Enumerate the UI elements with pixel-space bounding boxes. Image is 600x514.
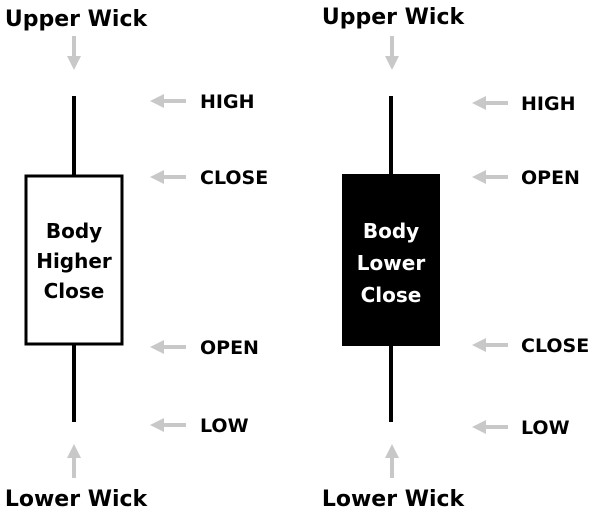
- bearish-candle-group: Upper Wick Body Lower Close HIGH OPEN CL…: [322, 5, 589, 512]
- bearish-open-label: OPEN: [521, 167, 580, 189]
- bearish-open-arrow: [472, 170, 508, 184]
- bearish-upper-wick-label: Upper Wick: [322, 5, 466, 30]
- bullish-high-label: HIGH: [200, 91, 254, 113]
- bullish-low-arrow: [150, 418, 186, 432]
- bullish-body: [24, 174, 124, 346]
- bearish-body-line-1: Body: [363, 219, 419, 243]
- bullish-lower-wick-arrow: [67, 444, 81, 478]
- bearish-high-label: HIGH: [521, 93, 575, 115]
- bullish-high-arrow: [150, 94, 186, 108]
- bearish-close-arrow: [472, 338, 508, 352]
- bearish-lower-wick-label: Lower Wick: [322, 487, 466, 512]
- bullish-body-line-2: Higher: [36, 249, 112, 273]
- bullish-upper-wick-arrow: [67, 36, 81, 70]
- bullish-open-arrow: [150, 340, 186, 354]
- bullish-lower-wick-label: Lower Wick: [5, 487, 149, 512]
- bearish-body-line-3: Close: [361, 283, 422, 307]
- bearish-body: [342, 174, 440, 346]
- bearish-low-arrow: [472, 420, 508, 434]
- bullish-upper-wick-label: Upper Wick: [5, 7, 149, 32]
- bullish-close-label: CLOSE: [200, 167, 268, 189]
- bearish-upper-wick-arrow: [385, 36, 399, 70]
- bullish-body-line-3: Close: [44, 279, 105, 303]
- bearish-low-label: LOW: [521, 417, 570, 439]
- bearish-lower-wick-arrow: [385, 444, 399, 478]
- bullish-body-line-1: Body: [46, 219, 102, 243]
- bearish-high-arrow: [472, 96, 508, 110]
- bearish-body-line-2: Lower: [357, 251, 426, 275]
- bullish-low-label: LOW: [200, 415, 249, 437]
- bullish-candle-group: Upper Wick Body Higher Close HIGH CLOSE …: [5, 7, 268, 512]
- bullish-close-arrow: [150, 170, 186, 184]
- bullish-open-label: OPEN: [200, 337, 259, 359]
- bearish-close-label: CLOSE: [521, 335, 589, 357]
